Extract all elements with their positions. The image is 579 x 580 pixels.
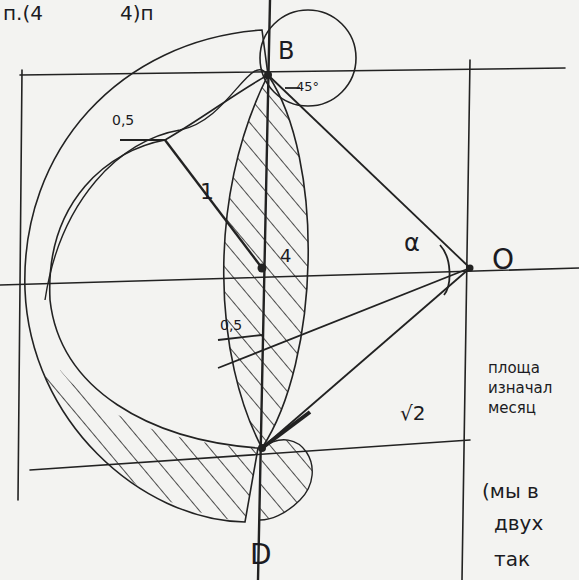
- small-circle: [260, 10, 356, 106]
- radius: [165, 140, 262, 268]
- segment: [218, 268, 470, 368]
- length-label: √2: [400, 402, 425, 424]
- note-text: изначал: [488, 380, 552, 397]
- segment: [268, 75, 470, 268]
- formula-fragment: 4)п: [120, 2, 154, 24]
- point-label: D: [250, 540, 272, 571]
- note-text: двух: [494, 512, 543, 534]
- dimension-label: 0,5: [112, 113, 134, 128]
- point: [264, 71, 272, 79]
- point: [467, 265, 474, 272]
- formula-fragment: п.(4: [3, 2, 43, 24]
- note-text: так: [494, 548, 530, 570]
- point-label: 4: [280, 246, 291, 266]
- lens-region: [224, 75, 308, 448]
- hatched-region: [40, 370, 258, 522]
- center-point: [258, 264, 267, 273]
- angle-label: 45°: [296, 80, 319, 94]
- arc: [45, 70, 268, 300]
- length-label: 1: [200, 180, 214, 204]
- point-label: O: [492, 245, 514, 276]
- dimension-label: 0,5: [220, 318, 242, 333]
- angle-arc: [440, 245, 450, 295]
- grid-line: [18, 70, 22, 500]
- point: [258, 444, 266, 452]
- segment: [262, 268, 470, 448]
- dimension-line: [218, 335, 262, 340]
- point-label: B: [278, 38, 294, 64]
- hatched-region: [260, 440, 312, 520]
- grid-line: [462, 60, 470, 580]
- angle-label: α: [404, 230, 420, 256]
- note-text: месяц: [488, 400, 536, 417]
- dimension-line: [120, 139, 165, 141]
- thick-segment: [262, 412, 310, 448]
- note-text: площа: [488, 360, 540, 377]
- grid-line: [20, 68, 565, 75]
- note-text: (мы в: [482, 480, 539, 502]
